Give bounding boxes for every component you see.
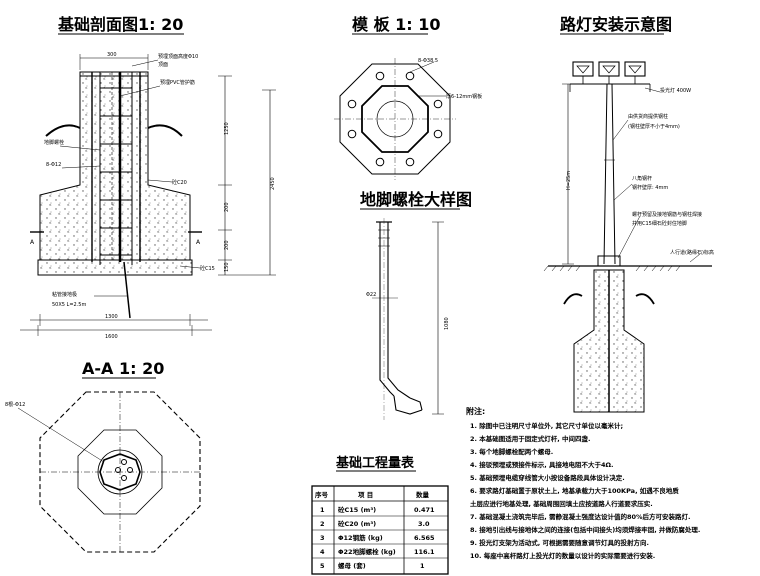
label-top-right: 预埋顶面高度Φ10 <box>158 53 198 60</box>
dim-200a: 200 <box>224 202 230 212</box>
cut-a-left: A <box>30 239 35 246</box>
lamp-head-2 <box>598 61 620 77</box>
note-line: 5. 基础预埋电缆穿线管大小按设备路段具体设计决定. <box>470 473 625 482</box>
dim-150: 150 <box>224 262 230 272</box>
table-cell: 1 <box>420 562 425 570</box>
label-concrete: 砼C20 <box>172 179 187 186</box>
svg-text:基础剖面图1: 20: 基础剖面图1: 20 <box>57 15 183 34</box>
dim-bottom-1: 1300 <box>105 314 118 320</box>
lamp-head-3 <box>624 61 646 77</box>
bolt-weld-note-2: 并用C15细石砼封住地脚 <box>632 220 687 227</box>
cut-a-right: A <box>196 239 201 246</box>
bolt-diameter: Φ22 <box>366 292 376 298</box>
bolt-length: 1080 <box>444 317 450 330</box>
label-bolt: 地脚螺栓 <box>44 139 64 146</box>
table-cell: 5 <box>320 562 325 570</box>
dim-200b: 200 <box>224 240 230 250</box>
aa-octagon-inner <box>77 429 163 515</box>
svg-text:基础工程量表: 基础工程量表 <box>335 455 415 471</box>
flange-plate <box>334 58 456 180</box>
section-text: 300 预埋顶面高度Φ10 顶面 预埋PVC管护筋 地脚螺栓 8-Φ12 砼C2… <box>30 52 276 340</box>
table-cell: Φ12钢筋 (kg) <box>338 533 383 542</box>
aa-plan <box>17 391 201 553</box>
pole-note: 由供货商提供钢柱 <box>628 113 668 120</box>
pole-type: 八角钢杆 <box>632 175 652 182</box>
pole-wall: 钢杆壁厚: 4mm <box>632 184 668 191</box>
label-top-right-2: 顶面 <box>158 62 168 68</box>
svg-text:模 板 1: 10: 模 板 1: 10 <box>352 15 441 34</box>
quantity-table <box>311 485 449 575</box>
note-line: 4. 接驳预埋或预接件标示, 具接地电阻不大于4Ω. <box>470 460 614 469</box>
foundation-body <box>39 71 191 261</box>
note-line: 10. 每座中高杆路灯上投光灯的数量以设计的实际需要进行安装. <box>470 551 655 560</box>
title-bolt: 地脚螺栓大样图 <box>360 190 472 210</box>
flange-octagon-outer <box>339 63 451 175</box>
table-cell: 1 <box>320 506 325 514</box>
table-cell: 6.565 <box>414 534 435 542</box>
note-line: 8. 接地引出线与接地体之间的连接(包括中间接头)均须焊接牢固, 并做防腐处理. <box>470 525 700 534</box>
label-rebar: 8-Φ12 <box>46 162 61 168</box>
table-cell: 3.0 <box>418 520 430 528</box>
dim-top-width: 300 <box>107 52 117 58</box>
label-ground-2: 50X5 L=2.5m <box>52 302 86 308</box>
flange-holes-label: 8-Φ38.5 <box>418 58 438 64</box>
table-cell: 2 <box>320 520 325 528</box>
notes: 附注: 1. 除图中已注明尺寸单位外, 其它尺寸单位以毫米计; 2. 本基础图适… <box>466 406 700 560</box>
dim-bottom-2: 1600 <box>105 334 118 340</box>
foundation-cushion <box>37 259 193 276</box>
svg-text:路灯安装示意图: 路灯安装示意图 <box>560 15 672 34</box>
lamp-installation <box>543 61 712 413</box>
aa-rebar-label: 8根-Φ12 <box>5 401 25 408</box>
pole-note-2: (钢柱壁厚不小于4mm) <box>628 123 680 130</box>
anchor-bolt <box>372 218 444 420</box>
svg-text:地脚螺栓大样图: 地脚螺栓大样图 <box>360 190 472 209</box>
title-aa: A-A 1: 20 <box>82 359 164 379</box>
label-ground: 粘管接地极 <box>52 291 77 298</box>
note-line: 6. 要求路灯基础置于原状土上, 地基承载力大于100KPa, 如遇不良地质 <box>470 486 679 495</box>
note-line: 土层应进行地基处理, 基础周围回填土应按道路人行道要求压实. <box>470 499 653 508</box>
table-cell: 116.1 <box>414 548 435 556</box>
notes-title: 附注: <box>466 406 485 416</box>
flange-plate-label: 厚6-12mm钢板 <box>446 93 482 100</box>
lamp-spec: 投光灯 400W <box>660 87 691 94</box>
table-cell: 3 <box>320 534 325 542</box>
table-cell: 4 <box>320 548 325 556</box>
table-header: 序号 <box>314 490 329 499</box>
table-cell: 砼C20 (m³) <box>338 519 376 528</box>
svg-text:A-A 1: 20: A-A 1: 20 <box>82 359 164 378</box>
table-header: 项 目 <box>358 490 373 499</box>
note-line: 7. 基础混凝土浇筑完毕后, 需静混凝土强度达设计值的80%后方可安装路灯. <box>470 512 691 521</box>
dim-total: 2450 <box>270 177 276 190</box>
table-cell: 0.471 <box>414 506 435 514</box>
lamp-pole <box>603 83 616 265</box>
title-section: 基础剖面图1: 20 <box>57 15 184 35</box>
flange-octagon-inner <box>361 85 429 153</box>
table-cell: Φ22地脚螺栓 (kg) <box>338 547 396 556</box>
foundation-section <box>20 54 276 336</box>
pole-height: H=25m <box>566 171 572 190</box>
title-lamp: 路灯安装示意图 <box>560 15 672 35</box>
note-line: 2. 本基础图适用于固定式灯杆, 中间四盏. <box>470 434 590 443</box>
note-line: 3. 每个地脚螺栓配两个螺母. <box>470 447 553 456</box>
lamp-text: 投光灯 400W 由供货商提供钢柱 (钢柱壁厚不小于4mm) 八角钢杆 钢杆壁厚… <box>566 87 714 256</box>
table-cell: 砼C15 (m³) <box>338 505 376 514</box>
note-line: 1. 除图中已注明尺寸单位外, 其它尺寸单位以毫米计; <box>470 421 623 430</box>
dim-1250: 1250 <box>224 122 230 135</box>
label-pvc: 预埋PVC管护筋 <box>160 79 195 86</box>
bolt-weld-note: 螺杆预留及接地钢筋与钢柱焊接 <box>632 211 702 218</box>
table-cell: 螺母 (套) <box>338 561 366 570</box>
lamp-head-1 <box>572 61 594 77</box>
aa-octagon-outer <box>39 391 201 553</box>
title-flange: 模 板 1: 10 <box>352 15 441 35</box>
table-header: 数量 <box>416 490 430 499</box>
quantity-table-title: 基础工程量表 <box>335 455 416 472</box>
quantity-table-text: 序号 项 目 数量 1 砼C15 (m³) 0.471 2 砼C20 (m³) … <box>314 490 435 570</box>
note-line: 9. 投光灯支架为活动式, 可根据需要随意调节灯具的投射方向. <box>470 538 649 547</box>
ground-level-label: 人行道(路缘石)标高 <box>670 249 714 256</box>
label-cushion: 砼C15 <box>200 265 215 272</box>
